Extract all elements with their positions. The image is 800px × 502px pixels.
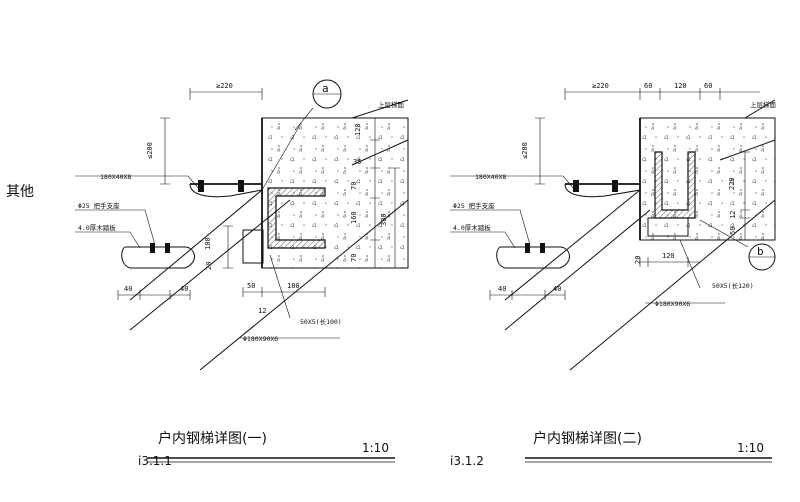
label-pipe-1: Φ180X90X6 bbox=[243, 335, 278, 343]
dim-top-width-2: ≥220 bbox=[592, 82, 609, 90]
dim-t120-2: 120 bbox=[674, 82, 687, 90]
dim-w180-1: 180 bbox=[287, 282, 300, 290]
detail-1: a ≥220 ≤200 120 35 70 160 70 380 100 20 … bbox=[75, 79, 409, 468]
dim-r380-1: 380 bbox=[380, 213, 388, 226]
label-bolt-1: Φ25 把手支座 bbox=[78, 201, 120, 210]
label-pipe-2: Φ180X90X6 bbox=[655, 300, 690, 308]
dim-left-height-2: ≤200 bbox=[521, 142, 529, 159]
dim-t60a-2: 60 bbox=[644, 82, 652, 90]
dim-b20-2: 20 bbox=[634, 256, 642, 264]
stair-slope-line-1 bbox=[199, 199, 409, 371]
lower-tread-1 bbox=[121, 246, 195, 269]
dim-b40a-2: 40 bbox=[498, 285, 506, 293]
detail-title-1: 户内钢梯详图(一) bbox=[158, 430, 267, 447]
upper-floor-1: 上层梯面 bbox=[378, 100, 405, 109]
lower-tread-2 bbox=[496, 246, 570, 269]
dim-h20-1: 20 bbox=[205, 262, 213, 270]
dim-left-height-1: ≤200 bbox=[146, 142, 154, 159]
dim-r120-1: 120 bbox=[354, 123, 362, 136]
dim-b40a-1: 40 bbox=[124, 285, 132, 293]
dim-r35-1: 35 bbox=[353, 158, 361, 166]
steel-bracket-1 bbox=[267, 187, 326, 249]
dim-r220-2: 220 bbox=[728, 177, 736, 190]
dim-w12-1: 12 bbox=[258, 307, 266, 315]
callout-a: a bbox=[322, 82, 329, 95]
label-plate-1: 180X40X8 bbox=[100, 173, 131, 181]
dim-b40b-2: 40 bbox=[553, 285, 561, 293]
dim-r70a-1: 70 bbox=[350, 182, 358, 190]
dim-top-width-1: ≥220 bbox=[216, 82, 233, 90]
dim-b120-2: 120 bbox=[662, 252, 675, 260]
dim-r50-2: 50 bbox=[729, 227, 737, 235]
label-bolt-2: Φ25 把手支座 bbox=[453, 201, 495, 210]
upper-floor-2: 上层梯面 bbox=[750, 100, 777, 109]
detail-title-2: 户内钢梯详图(二) bbox=[533, 430, 642, 447]
callout-b: b bbox=[757, 245, 764, 258]
detail-scale-1: 1:10 bbox=[362, 441, 389, 455]
dim-b40b-1: 40 bbox=[180, 285, 188, 293]
detail-code-2: i3.1.2 bbox=[450, 454, 484, 468]
label-angle-2: 50X5(长120) bbox=[712, 281, 754, 290]
dim-t60b-2: 60 bbox=[704, 82, 712, 90]
dim-w50-1: 50 bbox=[247, 282, 255, 290]
label-angle-1: 50X5(长100) bbox=[300, 317, 342, 326]
dim-r12-2: 12 bbox=[729, 211, 737, 219]
stair-slope-line-2 bbox=[569, 199, 776, 371]
dim-r160-1: 160 bbox=[350, 211, 358, 224]
dim-h100-1: 100 bbox=[204, 237, 212, 250]
side-label: 其他 bbox=[6, 184, 34, 200]
label-plate-2: 180X40X8 bbox=[475, 173, 506, 181]
detail-code-1: i3.1.1 bbox=[138, 454, 172, 468]
detail-scale-2: 1:10 bbox=[737, 441, 764, 455]
dim-r70b-1: 70 bbox=[350, 254, 358, 262]
detail-2: b ≥220 60 120 60 ≤200 220 12 50 20 120 4… bbox=[450, 82, 777, 468]
label-pad-2: 4.0厚木踏板 bbox=[453, 223, 491, 232]
label-pad-1: 4.0厚木踏板 bbox=[78, 223, 116, 232]
